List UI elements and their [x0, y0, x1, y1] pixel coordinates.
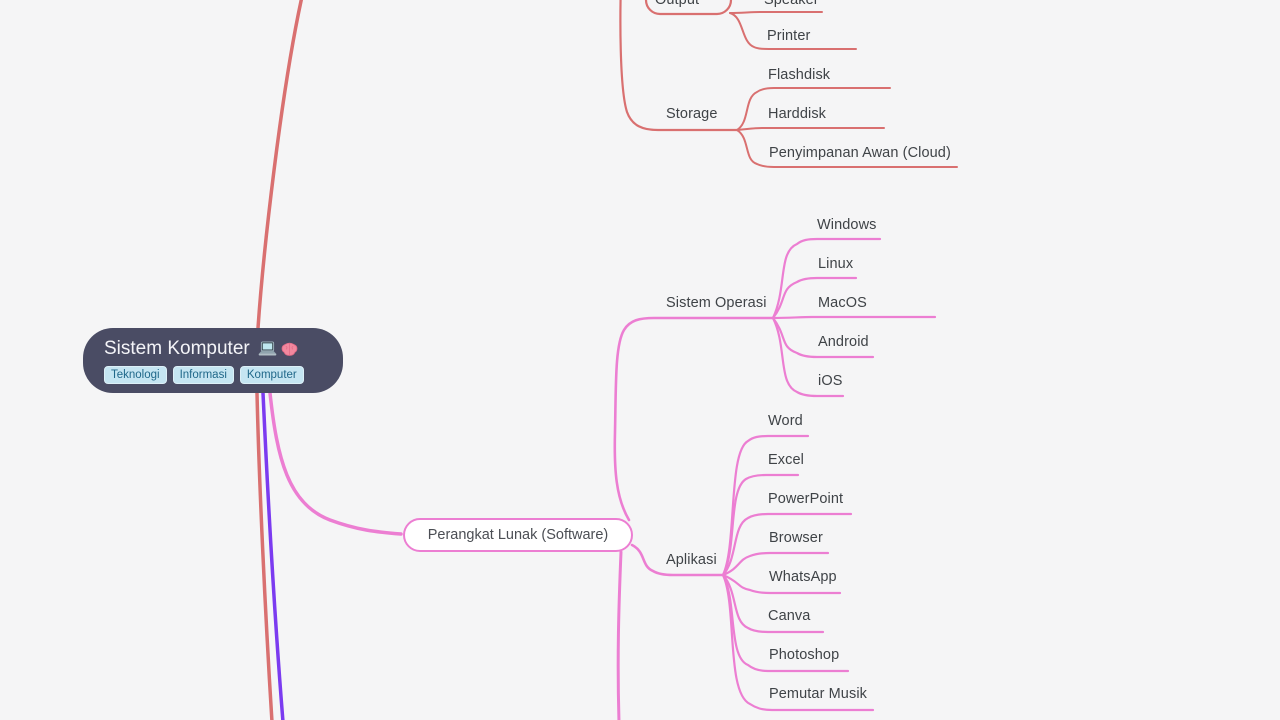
link-apps-photoshop [721, 573, 850, 673]
brain-icon [281, 342, 298, 357]
node-android[interactable]: Android [818, 334, 869, 350]
node-storage[interactable]: Storage [666, 106, 718, 122]
link-root-down-red [255, 391, 274, 720]
node-ios[interactable]: iOS [818, 373, 843, 389]
node-sistem-operasi[interactable]: Sistem Operasi [666, 295, 767, 311]
node-speaker[interactable]: Speaker [764, 0, 819, 8]
output-node-border [644, 0, 733, 16]
link-os-windows [771, 237, 882, 320]
node-linux[interactable]: Linux [818, 256, 854, 272]
node-powerpoint[interactable]: PowerPoint [768, 491, 844, 507]
link-apps-whatsapp [721, 573, 842, 595]
link-software-down [616, 550, 623, 720]
root-tags: Teknologi Informasi Komputer [104, 366, 323, 384]
node-photoshop[interactable]: Photoshop [769, 647, 840, 663]
node-windows[interactable]: Windows [817, 217, 877, 233]
node-browser[interactable]: Browser [769, 530, 823, 546]
node-macos[interactable]: MacOS [818, 295, 867, 311]
link-apps-canva [721, 573, 825, 634]
root-title: Sistem Komputer [104, 337, 323, 361]
link-storage-cloud [736, 129, 958, 168]
node-penyimpanan-awan[interactable]: Penyimpanan Awan (Cloud) [769, 145, 951, 161]
link-parent-storage [619, 0, 739, 132]
link-output-speaker [729, 11, 823, 14]
link-output-printer [729, 12, 857, 50]
link-apps-musik [721, 573, 875, 712]
node-perangkat-lunak-label: Perangkat Lunak (Software) [427, 527, 609, 543]
tag-informasi[interactable]: Informasi [172, 366, 234, 384]
node-printer[interactable]: Printer [767, 28, 811, 44]
tag-komputer[interactable]: Komputer [239, 366, 304, 384]
node-whatsapp[interactable]: WhatsApp [769, 569, 837, 585]
laptop-icon [258, 341, 277, 357]
node-excel[interactable]: Excel [768, 452, 804, 468]
link-os-macos [771, 315, 937, 320]
node-pemutar-musik[interactable]: Pemutar Musik [769, 686, 867, 702]
link-os-ios [771, 316, 845, 398]
node-perangkat-lunak[interactable]: Perangkat Lunak (Software) [403, 518, 633, 552]
link-software-os [613, 316, 775, 522]
link-storage-harddisk [736, 127, 885, 131]
node-output[interactable]: Output [655, 0, 700, 8]
node-word[interactable]: Word [768, 413, 803, 429]
root-title-text: Sistem Komputer [104, 338, 250, 359]
node-aplikasi[interactable]: Aplikasi [666, 552, 717, 568]
node-canva[interactable]: Canva [768, 608, 811, 624]
node-flashdisk[interactable]: Flashdisk [768, 67, 831, 83]
tag-teknologi[interactable]: Teknologi [104, 366, 167, 384]
link-root-software [268, 391, 403, 536]
link-apps-powerpoint [721, 512, 853, 577]
link-apps-excel [721, 473, 800, 577]
link-apps-browser [721, 551, 830, 577]
link-software-aplikasi [630, 543, 725, 577]
link-storage-flashdisk [736, 87, 891, 131]
root-node[interactable]: Sistem Komputer Teknologi Informasi Komp… [83, 328, 343, 393]
link-os-linux [771, 276, 858, 320]
link-root-down-purple [261, 391, 285, 720]
link-os-android [771, 316, 875, 359]
node-harddisk[interactable]: Harddisk [768, 106, 827, 122]
link-root-up [256, 0, 304, 330]
